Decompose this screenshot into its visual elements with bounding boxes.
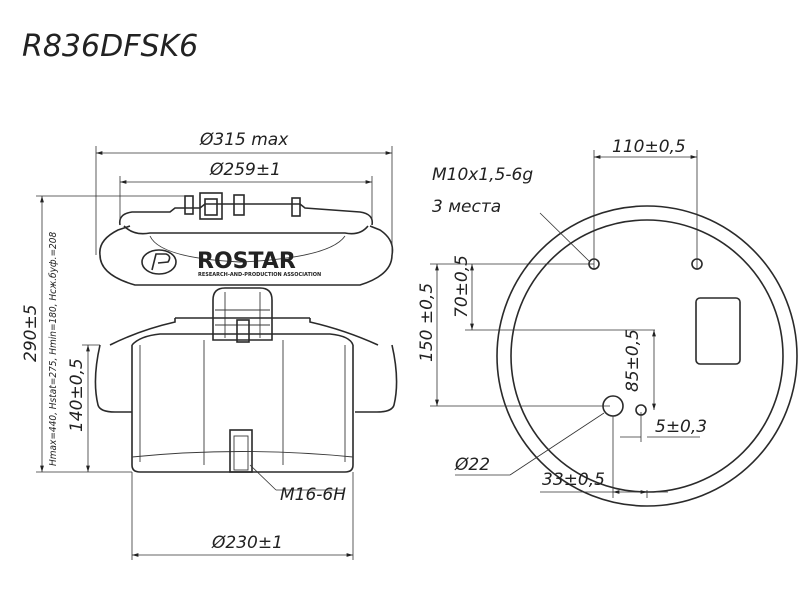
rostar-logo: ROSTAR RESEARCH-AND-PRODUCTION ASSOCIATI… xyxy=(141,249,321,278)
side-view: ROSTAR RESEARCH-AND-PRODUCTION ASSOCIATI… xyxy=(94,192,398,473)
dim-5: 5±0,3 xyxy=(655,417,707,437)
logo-tagline: RESEARCH-AND-PRODUCTION ASSOCIATION xyxy=(198,272,321,278)
thread-m10: M10x1,5-6g xyxy=(432,165,533,185)
dim-height-140: 140±0,5 xyxy=(67,358,87,432)
dim-70: 70±0,5 xyxy=(452,255,472,318)
top-view xyxy=(496,205,798,507)
height-specs: Hmax=440, Hstat=275, Hmin=180, Hcж.буф.=… xyxy=(47,232,59,466)
top-view-dimensions: 110±0,5 M10x1,5-6g 3 места 150 ±0,5 70±0… xyxy=(417,137,707,498)
dim-150: 150 ±0,5 xyxy=(417,283,437,362)
dim-diameter-22: Ø22 xyxy=(454,455,490,475)
thread-m10-qty: 3 места xyxy=(432,197,501,217)
logo-text: ROSTAR xyxy=(197,249,296,274)
dim-110: 110±0,5 xyxy=(612,137,686,157)
side-view-dimensions: Ø315 max Ø259±1 Ø230±1 290±5 Hmax=440, H… xyxy=(21,130,393,560)
dim-diameter-259: Ø259±1 xyxy=(209,160,281,180)
dim-85: 85±0,5 xyxy=(623,329,643,392)
dim-33: 33±0,5 xyxy=(542,470,605,490)
dim-diameter-315: Ø315 max xyxy=(199,130,289,150)
dim-height-290: 290±5 xyxy=(21,304,41,362)
part-number-title: R836DFSK6 xyxy=(22,29,198,64)
thread-m16: M16-6H xyxy=(280,485,346,505)
dim-diameter-230: Ø230±1 xyxy=(211,533,283,553)
